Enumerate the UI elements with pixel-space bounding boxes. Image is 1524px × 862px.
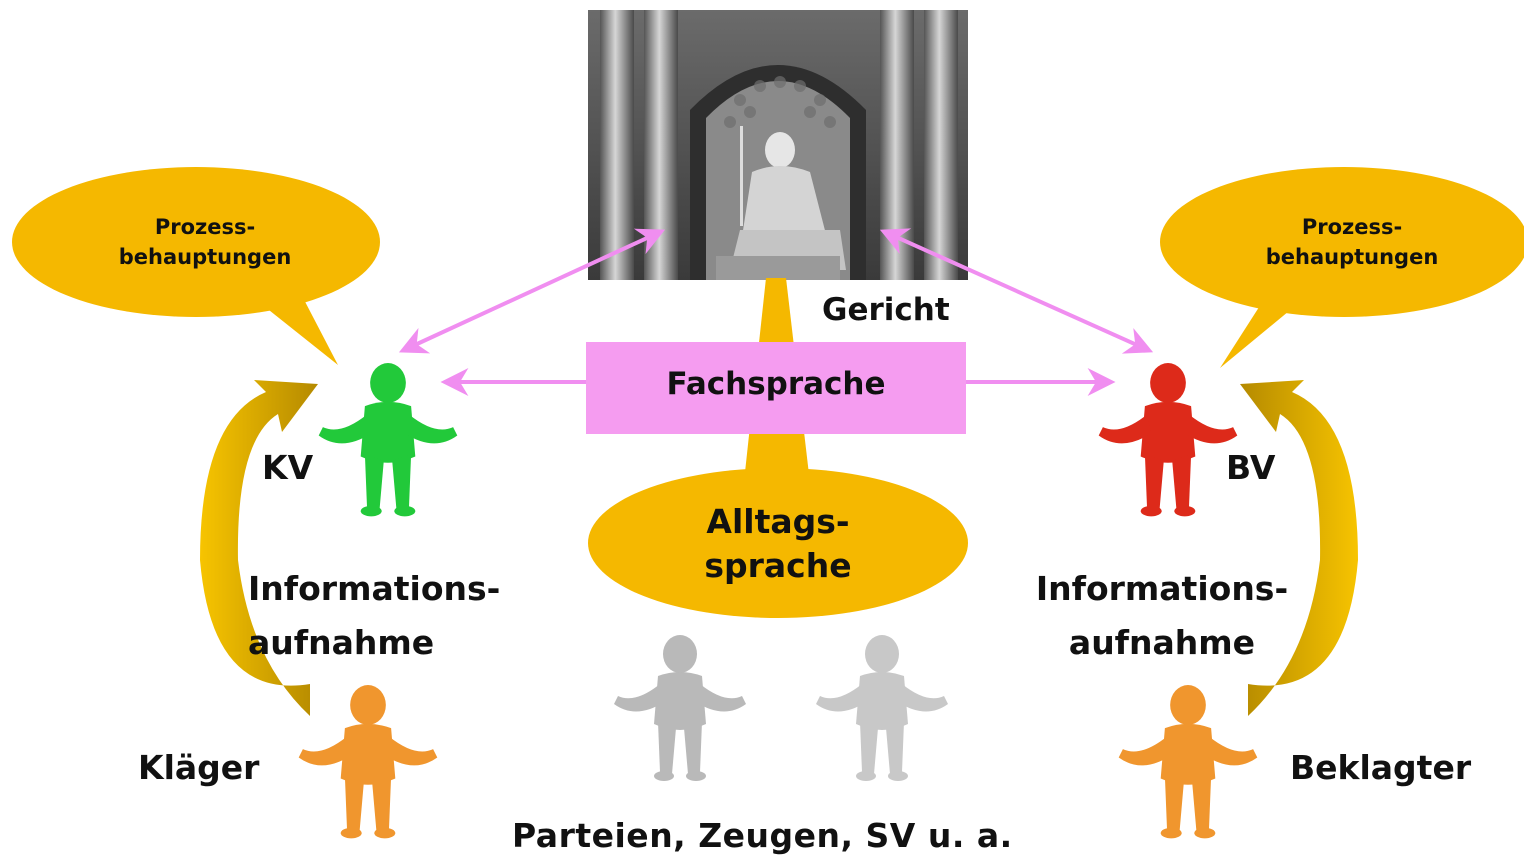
everyday-language-line1: Alltags-: [706, 502, 850, 541]
bv-figure-icon: [1098, 363, 1238, 517]
technical-language-box: [586, 342, 966, 434]
left-bubble-line1: Prozess-: [154, 215, 256, 239]
defendant-figure-icon: [1118, 685, 1258, 839]
left-bubble-text: Prozess- behauptungen: [119, 212, 292, 272]
right-info-line1: Informations-: [1035, 569, 1289, 608]
right-info-text: Informations- aufnahme: [1024, 562, 1300, 670]
plaintiff-label: Kläger: [138, 748, 260, 787]
arrow-court-bv: [879, 228, 1154, 354]
defendant-label: Beklagter: [1290, 748, 1472, 787]
right-bubble-text: Prozess- behauptungen: [1266, 212, 1439, 272]
court-label: Gericht: [822, 292, 950, 328]
arrow-court-kv: [398, 228, 666, 354]
right-bubble-line1: Prozess-: [1301, 215, 1403, 239]
everyday-language-text: Alltags- sprache: [704, 500, 851, 588]
everyday-language-line2: sprache: [704, 546, 852, 585]
left-info-text: Informations- aufnahme: [248, 562, 500, 670]
left-info-line2: aufnahme: [248, 623, 435, 662]
witness-figure-icon: [614, 635, 746, 781]
technical-language-label: Fachsprache: [666, 366, 886, 402]
participants-label: Parteien, Zeugen, SV u. a.: [512, 816, 1013, 855]
left-info-line1: Informations-: [248, 569, 501, 608]
expert-figure-icon: [816, 635, 948, 781]
plaintiff-figure-icon: [298, 685, 438, 839]
kv-figure-icon: [318, 363, 458, 517]
right-bubble-line2: behauptungen: [1265, 245, 1439, 269]
right-curved-arrow: [1240, 380, 1358, 716]
bv-label: BV: [1226, 448, 1276, 487]
kv-label: KV: [262, 448, 314, 487]
right-speech-bubble: [1160, 167, 1524, 368]
left-curved-arrow: [200, 380, 318, 716]
communication-arrows: [398, 228, 1154, 396]
left-bubble-line2: behauptungen: [118, 245, 292, 269]
right-info-line2: aufnahme: [1068, 623, 1256, 662]
left-speech-bubble: [12, 167, 380, 365]
